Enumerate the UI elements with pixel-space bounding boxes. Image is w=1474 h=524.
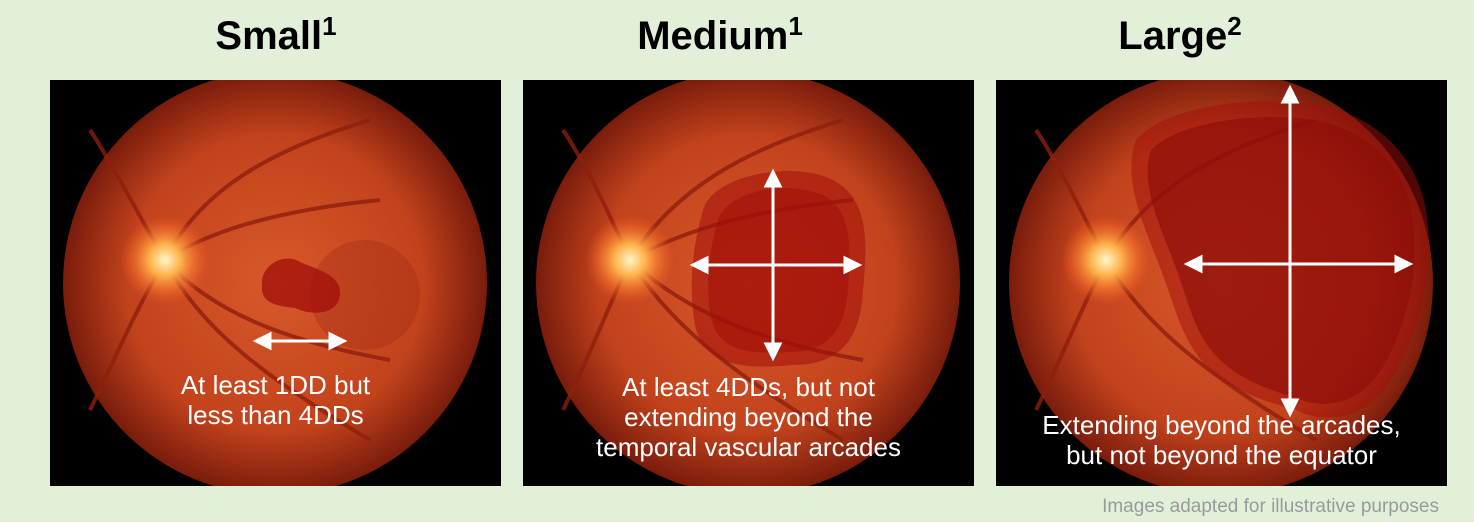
- caption-small: At least 1DD but less than 4DDs: [50, 370, 501, 430]
- caption-large: Extending beyond the arcades, but not be…: [996, 410, 1447, 470]
- title-small: Small1: [126, 14, 426, 59]
- panel-large: Extending beyond the arcades, but not be…: [996, 80, 1447, 486]
- optic-disc: [585, 215, 675, 305]
- title-large: Large2: [1030, 14, 1330, 59]
- optic-disc: [120, 215, 210, 305]
- caption-medium: At least 4DDs, but not extending beyond …: [523, 372, 974, 462]
- footnote: Images adapted for illustrative purposes: [1102, 496, 1439, 518]
- panel-medium: At least 4DDs, but not extending beyond …: [523, 80, 974, 486]
- lesion-medium-inner: [708, 188, 849, 353]
- panel-small: At least 1DD but less than 4DDs: [50, 80, 501, 486]
- title-medium: Medium1: [570, 14, 870, 59]
- optic-disc: [1061, 215, 1151, 305]
